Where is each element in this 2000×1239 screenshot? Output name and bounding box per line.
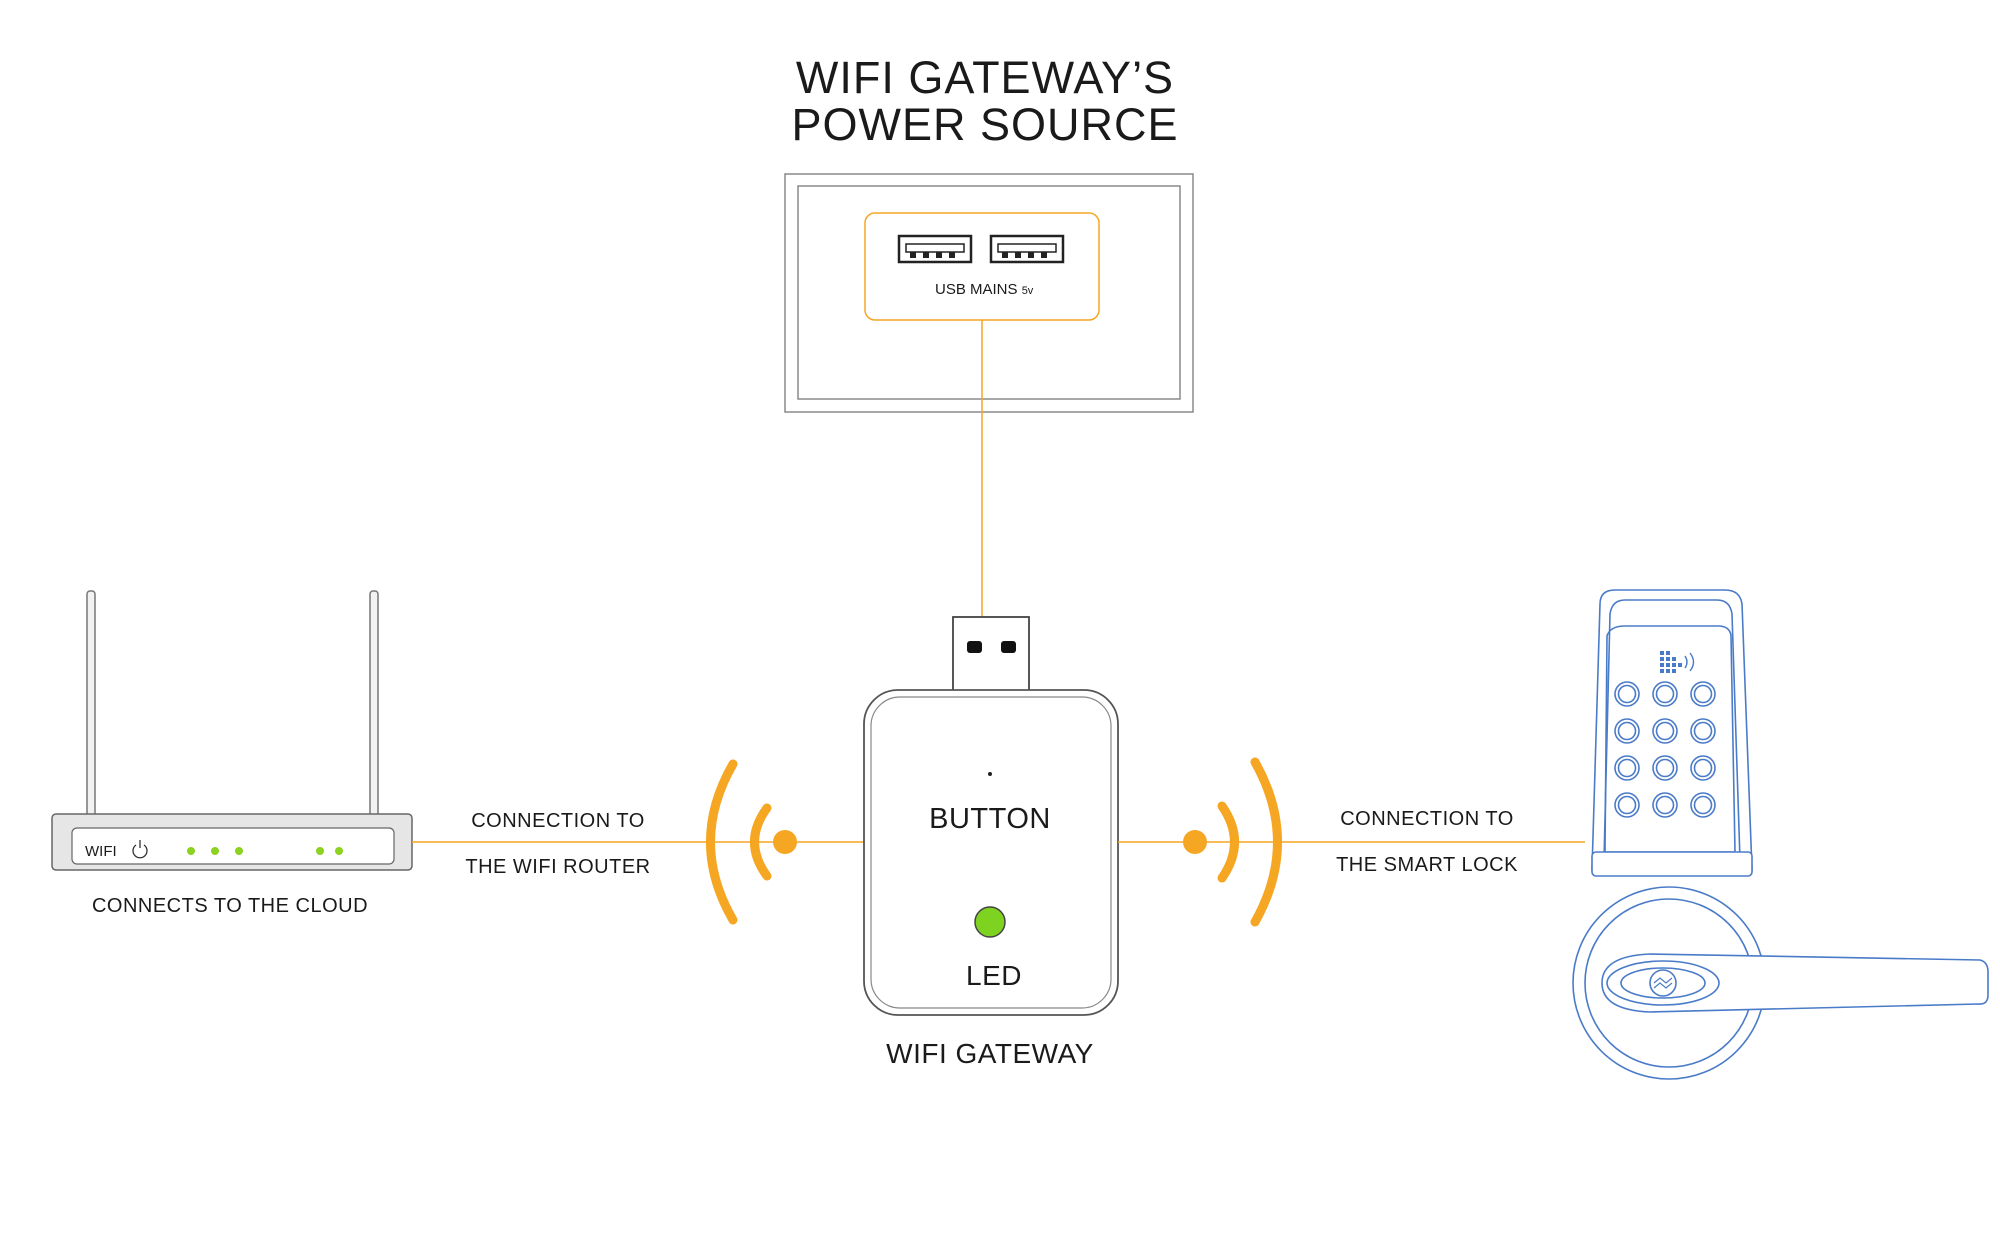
keypad-buttons: [1614, 681, 1716, 818]
gateway-led-label: LED: [966, 960, 1022, 991]
antenna-icon: [86, 590, 96, 817]
router-led: [335, 847, 343, 855]
smart-lock: [1572, 589, 1989, 1080]
signal-dot-left: [773, 830, 797, 854]
title-line-1: WIFI GATEWAY’S: [796, 52, 1174, 103]
usb-port-icon: [989, 234, 1065, 264]
router-caption: CONNECTS TO THE CLOUD: [92, 895, 368, 917]
usb-plug: [952, 616, 1030, 693]
left-link-line-1: CONNECTION TO: [471, 810, 645, 832]
title-line-2: POWER SOURCE: [791, 99, 1178, 150]
left-link-line-2: THE WIFI ROUTER: [465, 856, 650, 878]
router-wifi-badge: WIFI: [85, 843, 117, 860]
wifi-signal-right-icon: [1217, 757, 1282, 927]
antenna-icon: [369, 590, 379, 817]
gateway-button-label: BUTTON: [929, 803, 1051, 835]
usb-mains-outlet: USB MAINS 5v: [864, 212, 1100, 321]
usb-port-icon: [897, 234, 973, 264]
wifi-signal-left-icon: [706, 759, 772, 925]
brand-logo-icon: [1660, 651, 1682, 673]
gateway-led: [974, 906, 1006, 938]
wifi-gateway-device: [863, 689, 1119, 1016]
power-icon: [132, 840, 148, 859]
router-led: [187, 847, 195, 855]
signal-dot-right: [1183, 830, 1207, 854]
router-led: [211, 847, 219, 855]
gateway-button[interactable]: [988, 772, 992, 776]
right-link-line-2: THE SMART LOCK: [1336, 854, 1518, 876]
router-led: [235, 847, 243, 855]
usb-mains-label: USB MAINS 5v: [935, 281, 1034, 298]
wifi-router: WIFI: [51, 590, 413, 871]
right-link-line-1: CONNECTION TO: [1340, 808, 1514, 830]
router-led: [316, 847, 324, 855]
gateway-caption: WIFI GATEWAY: [886, 1038, 1094, 1069]
